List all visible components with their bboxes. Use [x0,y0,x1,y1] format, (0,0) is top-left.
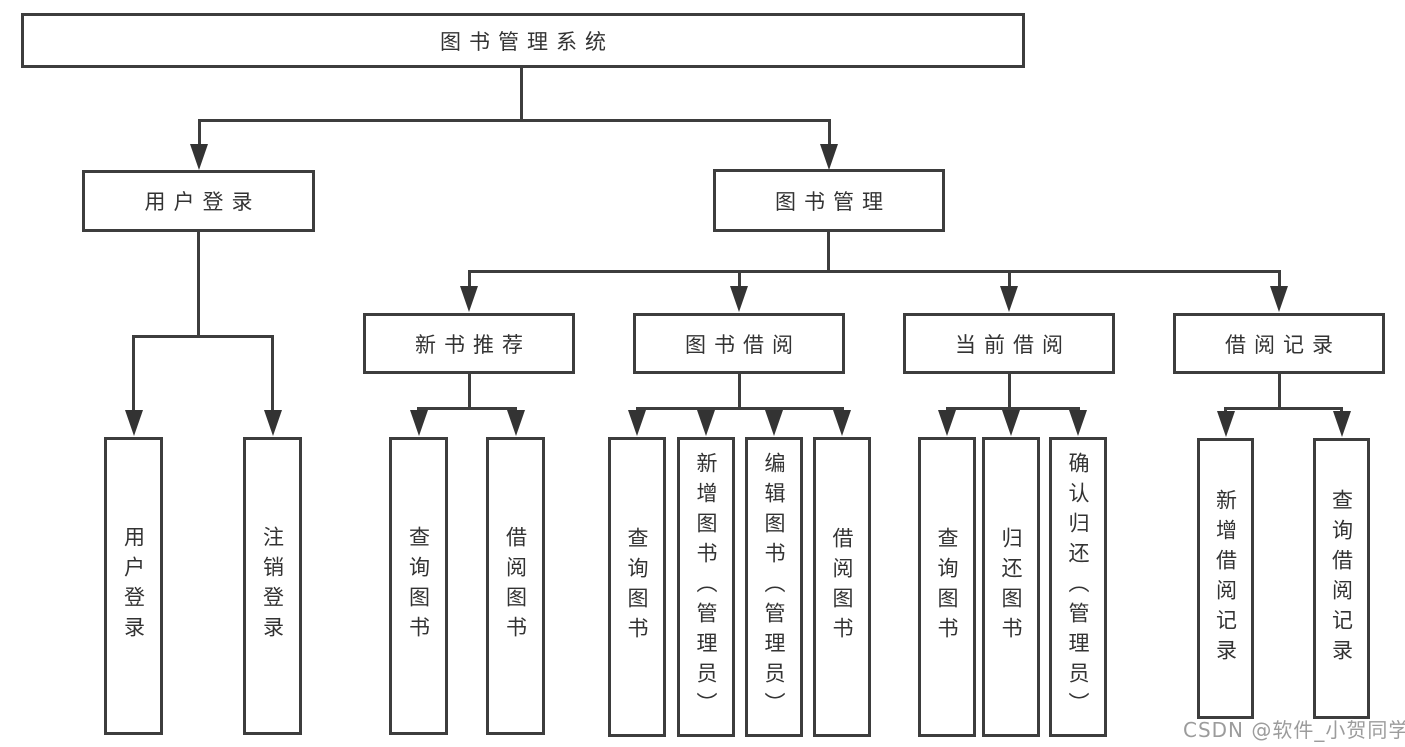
node-new-book-rec: 新书推荐 [363,313,575,374]
connector-drop [1277,271,1281,290]
connector-stem [827,232,830,271]
node-leaf-cb-confirm: 确认归还（管理员） [1049,437,1107,737]
node-leaf-bb-borrow: 借阅图书 [813,437,871,737]
arrowhead-down-icon [190,144,208,170]
arrowhead-down-icon [1002,410,1020,436]
node-leaf-bb-edit: 编辑图书（管理员） [745,437,803,737]
connector-stem [520,68,523,120]
arrowhead-down-icon [1000,286,1018,312]
node-current-borrow: 当前借阅 [903,313,1115,374]
arrowhead-down-icon [833,410,851,436]
connector-rail [197,118,831,122]
arrowhead-down-icon [1216,411,1235,437]
connector-stem [1277,374,1281,408]
connector-drop [271,336,274,414]
node-leaf-cb-return: 归还图书 [982,437,1040,737]
node-leaf-nbr-borrow: 借阅图书 [486,437,545,735]
connector-rail [467,269,1281,273]
arrowhead-down-icon [765,410,783,436]
connector-drop [467,271,471,290]
node-borrow-record: 借阅记录 [1173,313,1385,374]
arrowhead-down-icon [263,410,282,436]
arrowhead-down-icon [1270,286,1288,312]
node-leaf-br-add: 新增借阅记录 [1197,438,1254,719]
node-book-mgmt: 图书管理 [713,169,945,232]
connector-drop [132,336,135,414]
connector-stem [1007,374,1011,408]
arrowhead-down-icon [820,144,838,170]
node-user-login: 用户登录 [82,170,315,232]
arrowhead-down-icon [938,410,956,436]
arrowhead-down-icon [730,286,748,312]
arrowhead-down-icon [460,286,478,312]
connector-drop [1007,271,1011,290]
connector-drop [197,120,201,148]
node-leaf-bb-query: 查询图书 [608,437,666,737]
node-leaf-cb-query: 查询图书 [918,437,976,737]
connector-stem [737,374,741,408]
node-leaf-user-login: 用户登录 [104,437,163,735]
arrowhead-down-icon [409,410,428,436]
arrowhead-down-icon [1069,410,1087,436]
connector-stem [467,374,471,408]
connector-rail [132,334,274,338]
node-leaf-br-query: 查询借阅记录 [1313,438,1370,719]
connector-rail [635,406,844,410]
watermark: CSDN @软件_小贺同学 [1183,718,1405,742]
connector-drop [827,120,831,148]
node-leaf-nbr-query: 查询图书 [389,437,448,735]
node-leaf-bb-add: 新增图书（管理员） [677,437,735,737]
arrowhead-down-icon [1332,411,1351,437]
arrowhead-down-icon [506,410,525,436]
connector-rail [945,406,1080,410]
node-leaf-logout: 注销登录 [243,437,302,735]
node-root: 图书管理系统 [21,13,1025,68]
node-book-borrow: 图书借阅 [633,313,845,374]
connector-stem [197,232,200,336]
arrowhead-down-icon [628,410,646,436]
arrowhead-down-icon [697,410,715,436]
connector-rail [1224,406,1343,410]
connector-drop [737,271,741,290]
connector-rail [417,406,517,410]
arrowhead-down-icon [124,410,143,436]
